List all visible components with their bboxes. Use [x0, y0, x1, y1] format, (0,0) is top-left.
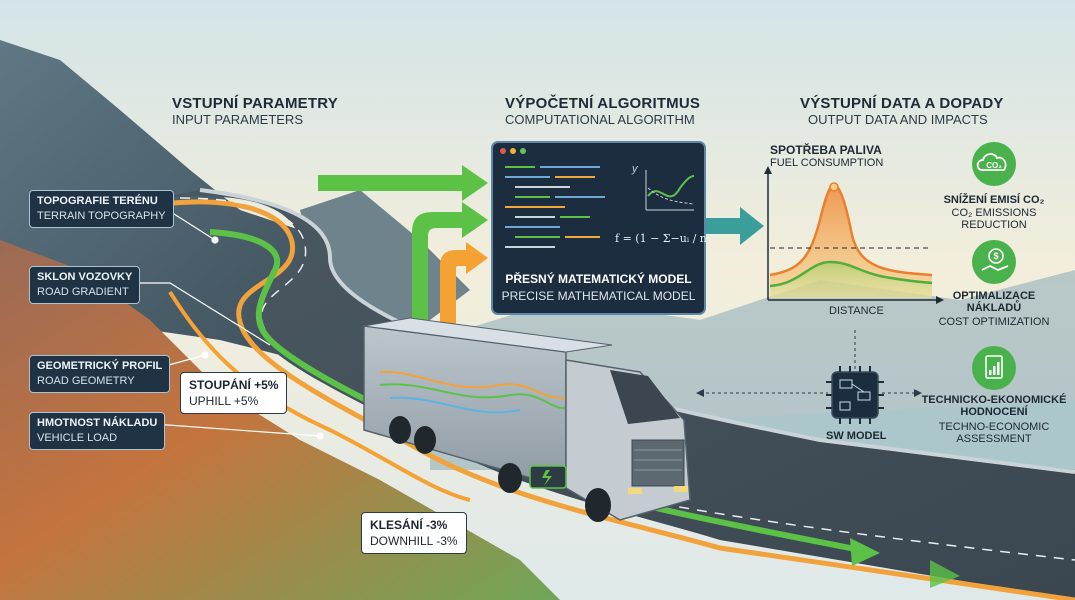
truck-windshield: [610, 370, 680, 424]
truck: [363, 317, 691, 522]
terrain-slope: [0, 240, 560, 600]
param-load-en: VEHICLE LOAD: [37, 432, 118, 444]
param-gradient-cz: SKLON VOZOVKY: [37, 271, 133, 283]
impact-tea-en2: ASSESSMENT: [956, 433, 1032, 445]
fuel-line-green: [769, 260, 933, 288]
arrow-to-algorithm-mid: [412, 202, 488, 320]
impact-cost-cz2: NÁKLADŮ: [966, 302, 1022, 314]
mini-plot: [645, 170, 695, 211]
param-road-gradient: SKLON VOZOVKY ROAD GRADIENT: [29, 266, 141, 304]
param-terrain-cz: TOPOGRAFIE TERÉNU: [37, 195, 158, 207]
param-terrain-en: TERRAIN TOPOGRAPHY: [37, 210, 166, 222]
road-surface: [150, 190, 1075, 600]
sw-chip-icon: [826, 366, 884, 424]
algorithm-subtitle: COMPUTATIONAL ALGORITHM: [505, 112, 695, 127]
downhill-en: DOWNHILL -3%: [370, 534, 458, 548]
downhill-cz: KLESÁNÍ -3%: [370, 518, 448, 532]
label-connectors: [128, 199, 324, 440]
fuel-peak-marker: [829, 182, 839, 192]
input-title: VSTUPNÍ PARAMETRY: [172, 95, 338, 112]
fuel-area-green: [770, 262, 932, 298]
truck-grille: [631, 439, 685, 487]
impact-tea-cz2: HODNOCENÍ: [960, 406, 1028, 418]
fuel-title-en: FUEL CONSUMPTION: [770, 157, 884, 169]
downhill-callout: KLESÁNÍ -3% DOWNHILL -3%: [361, 512, 467, 554]
route-line-orange: [168, 290, 471, 502]
model-title-cz: PŘESNÝ MATEMATICKÝ MODEL: [505, 272, 692, 286]
uphill-cz: STOUPÁNÍ +5%: [189, 378, 279, 392]
param-gradient-en: ROAD GRADIENT: [37, 286, 129, 298]
impact-cost-en: COST OPTIMIZATION: [938, 316, 1050, 328]
model-formula: f = (1 − Σ−uᵢ / n)²: [615, 232, 716, 245]
param-road-geometry: GEOMETRICKÝ PROFIL ROAD GEOMETRY: [29, 355, 171, 393]
sw-model-label: SW MODEL: [826, 430, 887, 442]
impact-tea-cz1: TECHNICKO-EKONOMICKÉ: [921, 394, 1067, 406]
co2-badge-text: CO₂: [986, 161, 1002, 170]
window-dot-red: [500, 148, 506, 154]
impact-cost-cz1: OPTIMALIZACE: [952, 290, 1036, 302]
code-lines: [505, 166, 605, 248]
uphill-en: UPHILL +5%: [189, 394, 259, 408]
co2-icon: CO₂: [972, 142, 1016, 186]
output-subtitle: OUTPUT DATA AND IMPACTS: [808, 112, 988, 127]
fuel-title-cz: SPOTŘEBA PALIVA: [770, 143, 882, 157]
money-hand-icon: $: [972, 240, 1016, 284]
algorithm-panel: [491, 141, 706, 315]
uphill-callout: STOUPÁNÍ +5% UPHILL +5%: [180, 372, 288, 414]
route-arrowhead-green-2: [930, 560, 960, 588]
window-dot-yellow: [510, 148, 516, 154]
param-vehicle-load: HMOTNOST NÁKLADU VEHICLE LOAD: [29, 412, 166, 450]
impact-tea-en1: TECHNO-ECONOMIC: [938, 421, 1050, 433]
plot-axis-y: y: [632, 163, 638, 175]
param-geometry-en: ROAD GEOMETRY: [37, 375, 135, 387]
report-chart-icon: [972, 346, 1016, 390]
road-center-line: [179, 197, 1075, 561]
impact-co2-en2: REDUCTION: [961, 219, 1027, 231]
input-subtitle: INPUT PARAMETERS: [172, 112, 303, 127]
road-edge-orange: [154, 199, 1075, 600]
distance-label: DISTANCE: [829, 305, 884, 317]
arrow-to-algorithm-low: [440, 242, 488, 330]
algorithm-title: VÝPOČETNÍ ALGORITMUS: [505, 95, 701, 112]
arrow-to-output: [706, 207, 764, 245]
model-title-en: PRECISE MATHEMATICAL MODEL: [501, 289, 696, 303]
param-geometry-cz: GEOMETRICKÝ PROFIL: [37, 360, 163, 372]
param-load-cz: HMOTNOST NÁKLADU: [37, 417, 158, 429]
route-arrow-green: [209, 229, 861, 553]
route-arrowhead-green: [850, 538, 880, 566]
svg-text:$: $: [993, 251, 998, 261]
impact-co2-en1: CO₂ EMISSIONS: [951, 207, 1037, 219]
param-terrain-topography: TOPOGRAFIE TERÉNU TERRAIN TOPOGRAPHY: [29, 190, 174, 228]
window-dot-green: [520, 148, 526, 154]
impact-co2-cz: SNÍŽENÍ EMISÍ CO₂: [943, 194, 1045, 206]
output-title: VÝSTUPNÍ DATA A DOPADY: [800, 95, 1004, 112]
arrow-to-algorithm-top: [318, 165, 488, 201]
truck-wheels: [389, 416, 611, 522]
fuel-chart: [764, 166, 944, 304]
